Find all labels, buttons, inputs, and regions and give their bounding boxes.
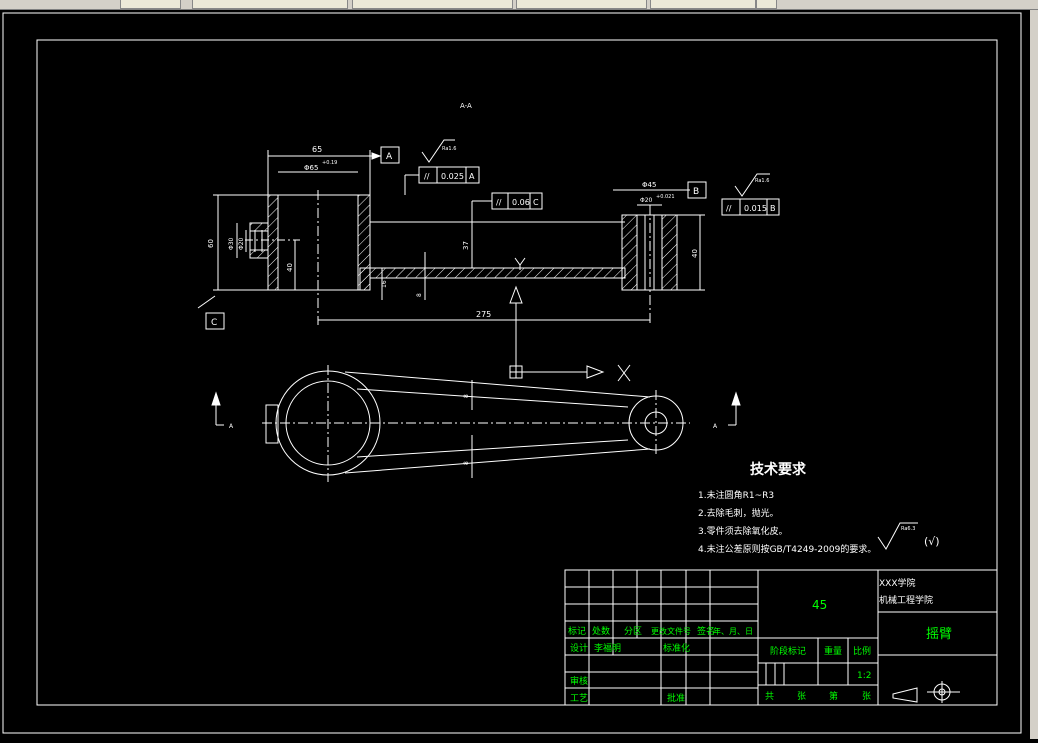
roughness-check: (√) (924, 535, 940, 548)
tol1-symbol: // (424, 172, 430, 181)
header-docno: 更改文件号 (651, 626, 691, 636)
label-zhang-1: 张 (797, 691, 806, 702)
header-zone: 分区 (624, 626, 642, 637)
label-process: 工艺 (570, 693, 588, 704)
roughness-3: Ra6.3 (901, 526, 915, 532)
toolbar (0, 0, 1038, 10)
dim-8: 8 (416, 293, 423, 297)
dim-phi65: Φ65 (304, 164, 318, 172)
drawing-canvas[interactable]: A-A (0, 10, 1038, 739)
tolerance-frame-3 (721, 198, 780, 216)
label-standard: 标准化 (663, 642, 690, 654)
tol1-value: 0.025 (441, 172, 464, 181)
slot-width-top: 8 (463, 394, 470, 398)
toolbar-item[interactable] (516, 0, 647, 9)
datum-b: B (693, 187, 699, 197)
label-page: 第 (829, 690, 838, 702)
label-design: 设计 (570, 642, 588, 654)
dim-275: 275 (476, 310, 491, 319)
roughness-1: Ra1.6 (442, 146, 456, 152)
label-approve: 批准 (667, 692, 685, 704)
dim-40: 40 (286, 263, 294, 272)
arm-web (369, 267, 626, 279)
dim-phi20-tol: +0.021 (656, 194, 675, 200)
tech-item-4: 4.未注公差原则按GB/T4249-2009的要求。 (698, 543, 876, 555)
tol2-value: 0.06 (512, 198, 530, 207)
label-weight: 重量 (824, 645, 842, 657)
left-boss-wall-outer (267, 194, 279, 291)
tol3-datum: B (770, 204, 776, 213)
right-boss-wall-left (621, 214, 638, 291)
part-name: 摇臂 (926, 627, 952, 642)
label-stage: 阶段标记 (770, 645, 806, 657)
roughness-2: Ra1.6 (755, 178, 769, 184)
dim-37: 37 (462, 241, 470, 250)
dim-phi45: Φ45 (642, 181, 656, 189)
school-2: 机械工程学院 (879, 594, 933, 606)
datum-a: A (386, 152, 393, 162)
dim-40-right: 40 (691, 249, 699, 258)
label-review: 审核 (570, 675, 588, 687)
label-zhang-2: 张 (862, 691, 871, 702)
dim-60: 60 (207, 239, 215, 248)
right-boss-wall-right (661, 214, 678, 291)
tech-title: 技术要求 (750, 461, 807, 478)
dim-phi20: Φ20 (640, 197, 653, 204)
section-arrow-a-left: A (229, 423, 234, 430)
toolbar-item[interactable] (120, 0, 181, 9)
section-view (197, 150, 705, 325)
tech-item-1: 1.未注圆角R1~R3 (698, 489, 774, 501)
datum-c: C (211, 318, 217, 328)
school-1: XXX学院 (879, 577, 916, 589)
tech-item-3: 3.零件须去除氧化皮。 (698, 525, 788, 537)
tol3-symbol: // (726, 204, 732, 213)
header-count: 处数 (592, 625, 610, 637)
tol2-datum: C (533, 198, 539, 207)
toolbar-item[interactable] (192, 0, 348, 9)
dim-65: 65 (312, 145, 322, 154)
section-arrow-a-right: A (713, 423, 718, 430)
header-mark: 标记 (568, 625, 586, 637)
tol3-value: 0.015 (744, 204, 767, 213)
toolbar-item[interactable] (352, 0, 513, 9)
top-view (211, 365, 741, 482)
tech-item-2: 2.去除毛刺，抛光。 (698, 507, 779, 519)
dim-phi65-tol: +0.19 (322, 160, 337, 166)
scale-value: 1:2 (857, 671, 871, 681)
title-block (564, 569, 998, 706)
designer-name: 李福明 (594, 642, 621, 654)
cad-drawing: A-A (2, 12, 1022, 734)
dim-phi20-side: Φ20 (238, 237, 245, 250)
dim-phi30: Φ30 (228, 237, 235, 250)
header-sign: 签名 (697, 625, 715, 637)
sheet-border (2, 12, 1022, 734)
vertical-scrollbar[interactable] (1030, 10, 1038, 739)
drawing-frame (36, 39, 998, 706)
dim-16: 16 (381, 280, 388, 288)
ucs-icon (509, 285, 631, 382)
slot-width-bottom: 8 (463, 461, 470, 465)
label-total: 共 (765, 691, 774, 702)
header-date: 年、月、日 (713, 626, 753, 636)
label-scale: 比例 (853, 645, 871, 657)
tol1-datum: A (469, 172, 475, 181)
toolbar-item[interactable] (650, 0, 756, 9)
material: 45 (812, 598, 827, 612)
toolbar-item[interactable] (756, 0, 777, 9)
tol2-symbol: // (496, 198, 502, 207)
section-label: A-A (460, 102, 472, 110)
